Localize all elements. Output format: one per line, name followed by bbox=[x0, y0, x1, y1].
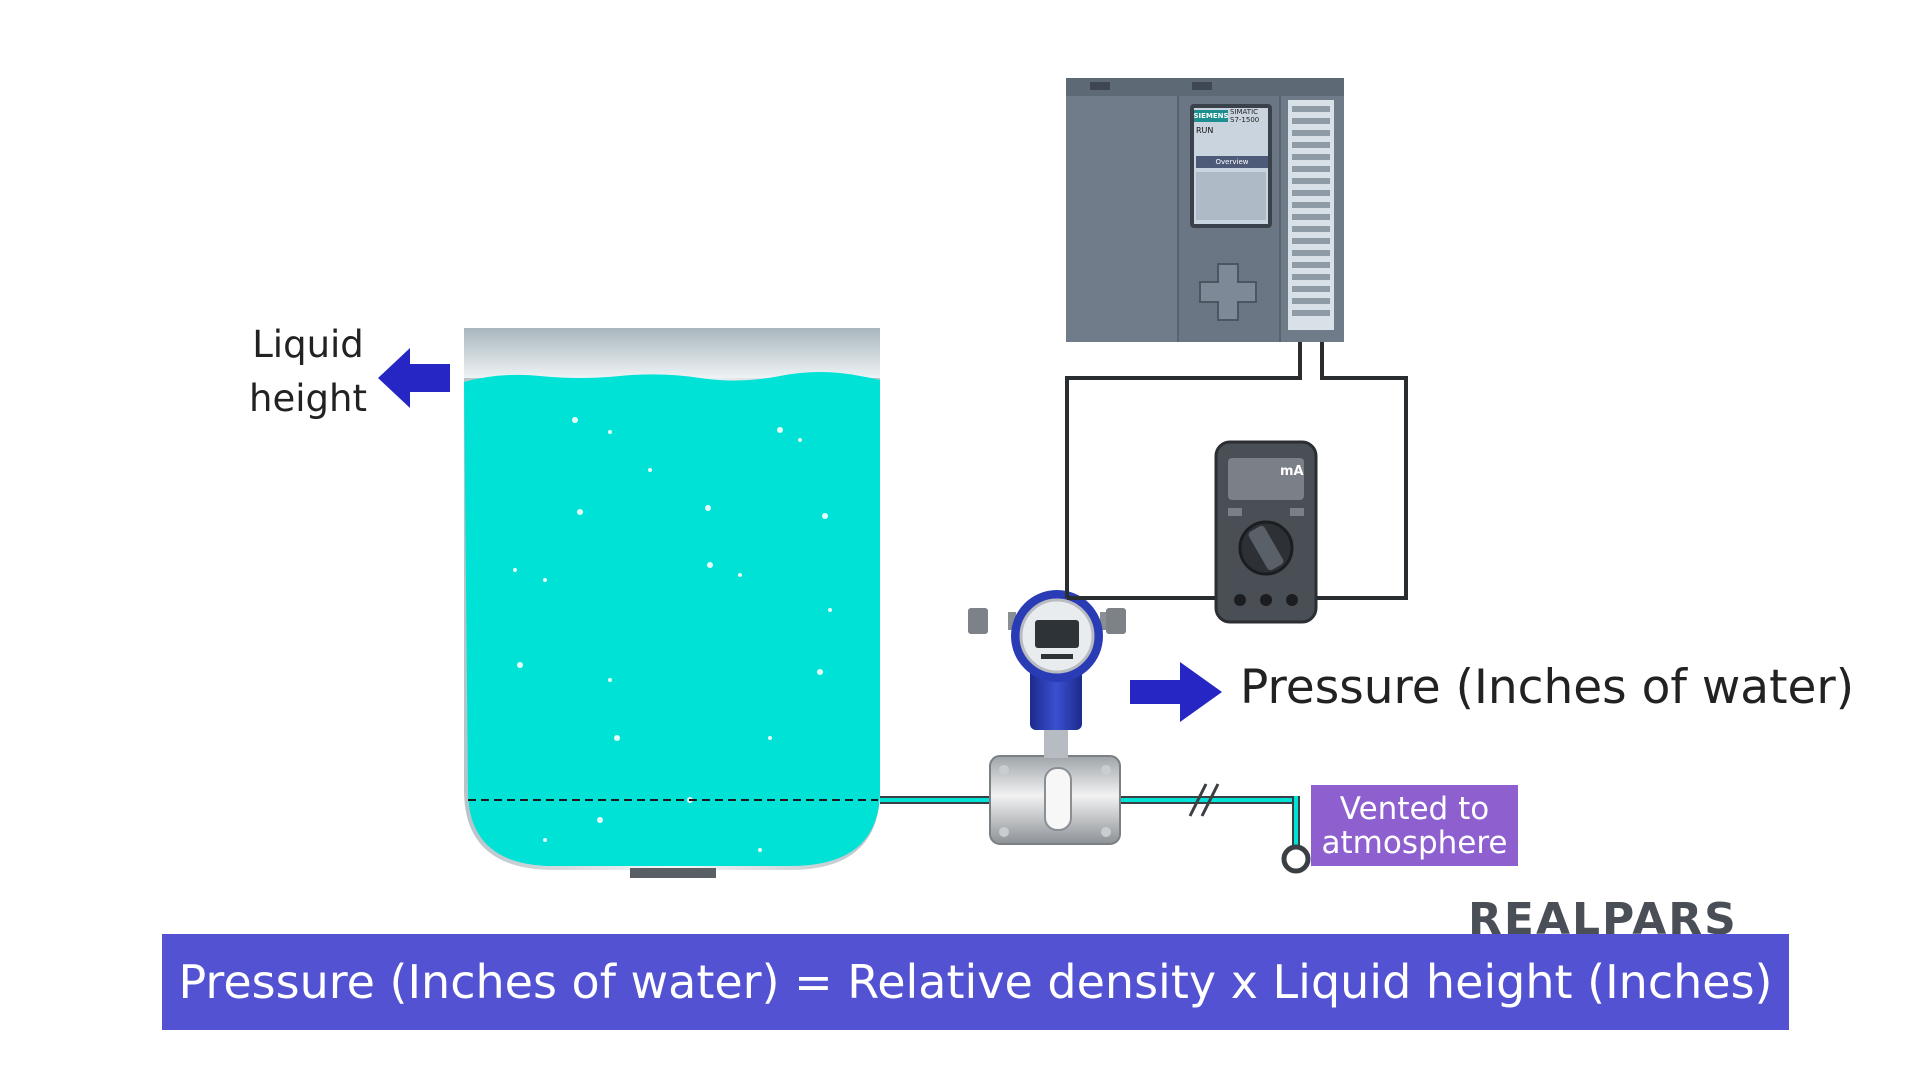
formula-banner: Pressure (Inches of water) = Relative de… bbox=[162, 934, 1789, 1030]
pressure-label: Pressure (Inches of water) bbox=[1240, 660, 1855, 715]
pressure-transmitter bbox=[968, 590, 1126, 845]
current-loop-wiring bbox=[1065, 342, 1408, 600]
plc-model-line2: S7-1500 bbox=[1230, 116, 1260, 124]
bubbles bbox=[513, 417, 832, 852]
liquid-height-label: Liquid height bbox=[228, 318, 388, 426]
formula-text: Pressure (Inches of water) = Relative de… bbox=[178, 955, 1773, 1009]
vented-line1: Vented to bbox=[1339, 790, 1490, 827]
tank-headspace bbox=[464, 328, 880, 378]
plc-screen-title: Overview bbox=[1196, 156, 1268, 168]
vent-port bbox=[1281, 844, 1311, 874]
liquid-height-line2: height bbox=[249, 377, 367, 420]
multimeter-unit-label: mA bbox=[1280, 464, 1304, 479]
plc-status-label: RUN bbox=[1196, 126, 1214, 135]
transmitter-display bbox=[1035, 620, 1079, 648]
vented-label: Vented to atmosphere bbox=[1311, 785, 1518, 866]
tank-outlet bbox=[630, 868, 716, 878]
break-mark bbox=[1188, 783, 1208, 817]
plc-controller bbox=[1066, 78, 1344, 342]
vented-line2: atmosphere bbox=[1321, 824, 1508, 861]
tank bbox=[464, 328, 880, 878]
plc-brand-label: SIEMENS bbox=[1193, 110, 1229, 122]
plc-model-label: SIMATIC S7-1500 bbox=[1230, 108, 1259, 124]
plc-model-line1: SIMATIC bbox=[1230, 108, 1259, 116]
plc-dpad bbox=[1199, 263, 1257, 321]
break-mark bbox=[1200, 783, 1220, 817]
liquid-height-line1: Liquid bbox=[252, 323, 364, 366]
multimeter bbox=[1214, 440, 1318, 624]
liquid bbox=[464, 372, 880, 866]
left-arrow-icon bbox=[378, 348, 450, 408]
right-arrow-icon bbox=[1130, 662, 1222, 722]
